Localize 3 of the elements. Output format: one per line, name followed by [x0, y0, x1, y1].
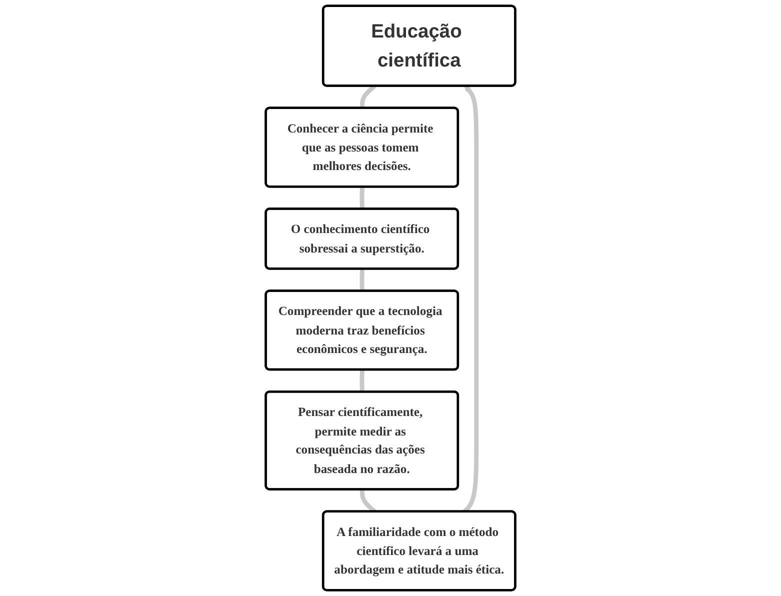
connector [360, 268, 364, 292]
connector [360, 186, 364, 210]
connector [360, 369, 364, 392]
